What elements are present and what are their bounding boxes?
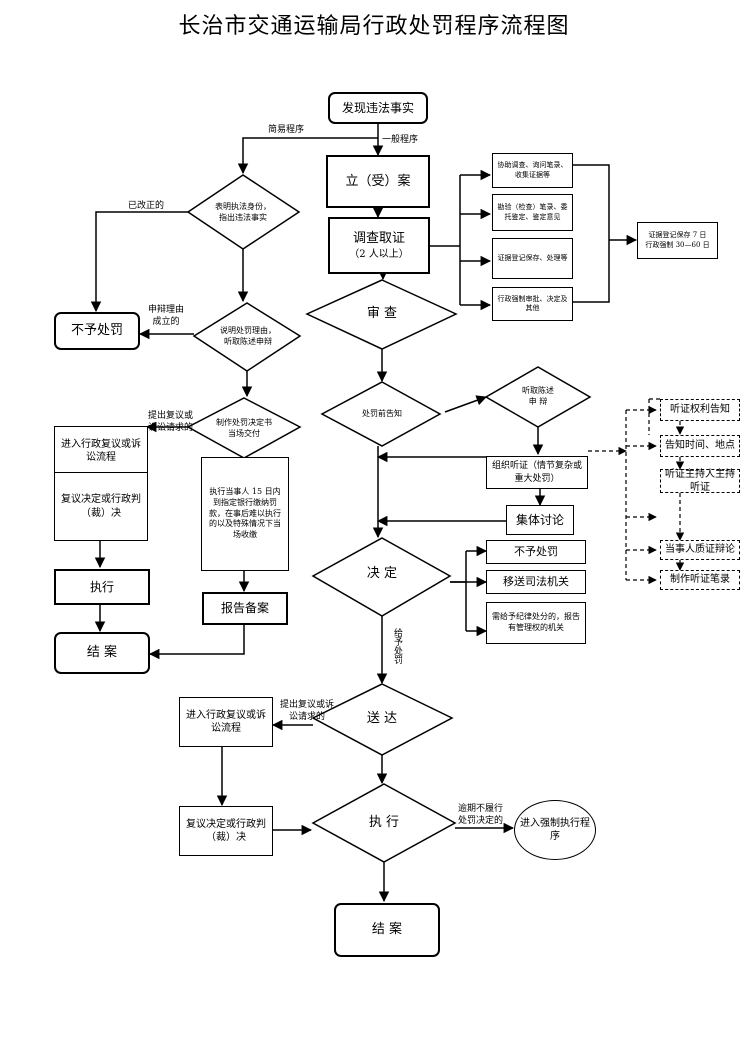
no-penalty-right-box[interactable]: 不予处罚 (486, 540, 586, 564)
inv-2-box[interactable]: 勘验（检查）笔录、委托鉴定、鉴定意见 (492, 194, 573, 231)
show-id-label: 表明执法身份，指出违法事实 (215, 202, 271, 222)
enforce-ellipse[interactable]: 进入强制执行程序 (514, 800, 596, 860)
label-overdue: 逾期不履行 处罚决定的 (458, 804, 504, 826)
inv-1-box[interactable]: 协助调查、询问笔录、收集证据等 (492, 153, 573, 188)
label-general-procedure: 一般程序 (382, 135, 419, 145)
no-penalty-left-box[interactable]: 不予处罚 (54, 312, 140, 350)
hearing-record-box[interactable]: 制作听证笔录 (660, 570, 740, 590)
discover-box[interactable]: 发现违法事实 (328, 92, 428, 124)
execute-bottom-label: 执 行 (368, 815, 400, 831)
decision-label: 决 定 (366, 566, 398, 582)
page-title: 长治市交通运输局行政处罚程序流程图 (178, 14, 570, 39)
hearing-debate-box[interactable]: 当事人质证辩论 (660, 540, 740, 560)
inv-4-box[interactable]: 行政强制审批、决定及其他 (492, 287, 573, 321)
explain-label: 说明处罚理由，听取陈述申辩 (220, 326, 276, 346)
hearing-rights-box[interactable]: 听证权利告知 (660, 399, 740, 421)
label-appeal-left: 提出复议或 诉讼请求的 (148, 411, 194, 433)
issue-decision-label: 制作处罚决定书 当场交付 (216, 418, 272, 438)
pre-notice-label: 处罚前告知 (362, 408, 402, 418)
hear-plea-label: 听取陈述 申 辩 (522, 386, 554, 406)
close-bottom-box[interactable]: 结 案 (334, 903, 440, 957)
report-record-box[interactable]: 报告备案 (202, 592, 288, 625)
label-plea-valid: 申辩理由 成立的 (148, 305, 185, 327)
label-simple-procedure: 简易程序 (268, 125, 305, 135)
hearing-host-box[interactable]: 听证主持人主持听证 (660, 469, 740, 493)
close-left-box[interactable]: 结 案 (54, 632, 150, 674)
file-case-box[interactable]: 立（受）案 (326, 155, 430, 208)
investigate-box[interactable]: 调查取证 （2 人以上） (328, 217, 430, 274)
admin-reconsider-left-box[interactable]: 进入行政复议或诉讼流程 (54, 426, 148, 476)
label-appeal-bottom: 提出复议或诉 讼请求的 (280, 700, 335, 722)
admin-reconsider-bottom-box[interactable]: 进入行政复议或诉讼流程 (179, 697, 273, 747)
review-label: 审 查 (366, 306, 398, 322)
deliver-label: 送 达 (366, 711, 398, 727)
reconsider-decision-bottom-box[interactable]: 复议决定或行政判（裁）决 (179, 806, 273, 856)
execute-left-box[interactable]: 执行 (54, 569, 150, 605)
transfer-judicial-box[interactable]: 移送司法机关 (486, 570, 586, 594)
reconsider-decision-left-box[interactable]: 复议决定或行政判（裁）决 (54, 472, 148, 541)
collective-discussion-box[interactable]: 集体讨论 (506, 505, 574, 535)
label-give-penalty: 给予处罚 (392, 628, 402, 664)
organize-hearing-box[interactable]: 组织听证（情节复杂或重大处罚） (486, 456, 588, 489)
discipline-report-box[interactable]: 需给予纪律处分的，报告有管理权的机关 (486, 602, 586, 644)
label-corrected: 已改正的 (128, 201, 165, 211)
retention-box[interactable]: 证据登记保存 7 日 行政强制 30—60 日 (637, 222, 718, 259)
inv-3-box[interactable]: 证据登记保存、处理等 (492, 238, 573, 279)
pay-fine-box[interactable]: 执行当事人 15 日内到指定银行缴纳罚款，在事后难以执行的以及特殊情况下当场收缴 (201, 457, 289, 571)
pre-notice-diamond (320, 381, 442, 447)
hearing-time-place-box[interactable]: 告知时间、地点 (660, 435, 740, 457)
